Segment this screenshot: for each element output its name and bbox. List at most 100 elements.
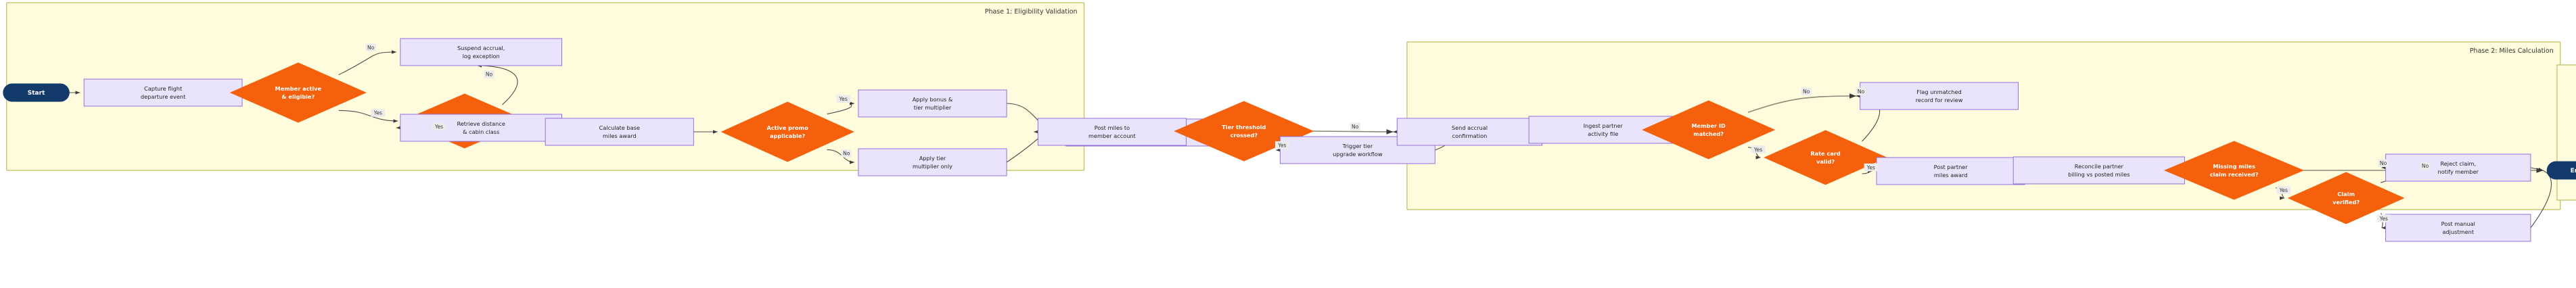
node-label-line: Tier threshold [1222,124,1266,130]
node-label-line: applicable? [770,133,805,139]
node-bonus[interactable]: Apply bonus &tier multiplier [858,89,1007,118]
node-label-line: upgrade workflow [1333,151,1383,158]
edge-label: No [2380,160,2387,166]
node-label-line: Missing miles [2213,163,2255,170]
node-label-line: Post manual [2441,220,2475,227]
edge-label: Yes [1277,142,1286,148]
edge-label: No [843,151,850,157]
node-label-line: confirmation [1452,133,1488,139]
node-label-line: Retrieve distance [457,120,505,127]
edge-label-bg [371,109,386,117]
node-label-line: crossed? [1230,132,1258,139]
node-calcbase[interactable]: Calculate base miles award [545,118,694,146]
node-reject[interactable]: Reject claim,notify member [2385,153,2531,182]
node-label-line: Claim [2337,191,2355,197]
node-label-line: Member active [275,85,322,92]
node-label-line: multiplier only [913,163,952,170]
edge-label: No [1858,89,1865,95]
edge-label-bg [1801,87,1812,95]
node-retrieve[interactable]: Retrieve distance& cabin class [400,114,563,142]
node-sendconf[interactable]: Send accrual confirmation [1396,118,1543,146]
node-label-line: Post miles to [1095,124,1130,131]
edge-label-bg [2420,162,2431,170]
node-label-line: Suspend accrual, [457,45,505,51]
node-label-line: Reject claim, [2440,160,2476,167]
node-promo[interactable]: Active promo applicable? [720,101,854,162]
edge-label-bg [365,43,376,51]
edge-label: No [2422,163,2429,169]
node-label-line: & eligible? [281,93,315,100]
node-label-line: claim received? [2210,171,2259,178]
edge-label: No [486,72,493,78]
node-label-line: & cabin class [463,128,499,135]
edge-label-bg [836,95,850,103]
node-label-line: Post partner [1934,164,1969,170]
edge-label-bg [484,70,495,78]
node-label-line: miles award [603,133,637,139]
edge-postman-to-end [2530,168,2552,229]
node-label-line: Send accrual [1452,124,1488,131]
edge-label: Yes [2379,216,2388,222]
node-suspend[interactable]: Suspend accrual,log exception [400,38,563,66]
edge-memact-to-suspend [338,50,397,76]
node-label-line: Flag unmatched [1916,89,1961,95]
node-end[interactable]: End [2546,161,2576,180]
phase-title-2: Phase 2: Miles Calculation [2470,47,2554,55]
node-label-line: Trigger tier [1341,143,1373,149]
edge-label: No [1352,124,1359,130]
edge-label: Yes [2279,187,2288,193]
node-start[interactable]: Start [3,83,70,102]
node-label-line: miles award [1934,172,1968,178]
node-label-line: Capture flight [144,85,183,92]
edge-label-bg [1350,122,1360,130]
node-label-line: Apply bonus & [913,96,953,103]
node-label-line: billing vs posted miles [2068,171,2130,178]
edge-label-bg [2378,159,2389,167]
node-memact[interactable]: Member active& eligible? [229,62,367,123]
edge-label: Yes [373,110,382,116]
node-label-line: notify member [2438,168,2479,175]
node-claimver[interactable]: Claim verified? [2287,172,2405,224]
node-label-line: departure event [141,93,186,100]
node-label-line: Reconcile partner [2075,163,2124,170]
node-label-line: matched? [1693,130,1724,137]
node-label-line: Member ID [1691,122,1726,129]
phase-container-3 [2556,64,2576,201]
node-label-line: verified? [2332,199,2360,206]
edge-label-bg [1275,141,1289,149]
edge-memid-to-flag [1747,93,1857,113]
edge-label: No [367,45,375,51]
node-label-line: End [2571,168,2576,174]
node-label-line: Calculate base [599,124,640,131]
node-postpart[interactable]: Post partner miles award [1876,157,2025,185]
edge-label: Yes [1866,164,1875,170]
edge-label-bg [2276,186,2291,194]
edge-label-bg [1856,87,1866,95]
phase-title-1: Phase 1: Eligibility Validation [985,8,1078,16]
node-label-line: valid? [1816,158,1835,165]
node-label-line: record for review [1916,97,1963,103]
node-label-line: Ingest partner [1584,122,1624,129]
edge-label-bg [432,122,446,130]
edge-label-bg [1751,145,1766,153]
node-flag[interactable]: Flag unmatched record for review [1860,82,2019,110]
node-label-line: Apply tier [919,155,946,162]
edge-label: No [1803,89,1810,95]
edge-tierthr-to-sendconf [1313,129,1394,135]
node-label-line: Active promo [766,124,808,131]
edge-label-bg [1864,163,1879,172]
edge-memact-to-fare [338,110,398,123]
edge-label-bg [2376,214,2391,222]
